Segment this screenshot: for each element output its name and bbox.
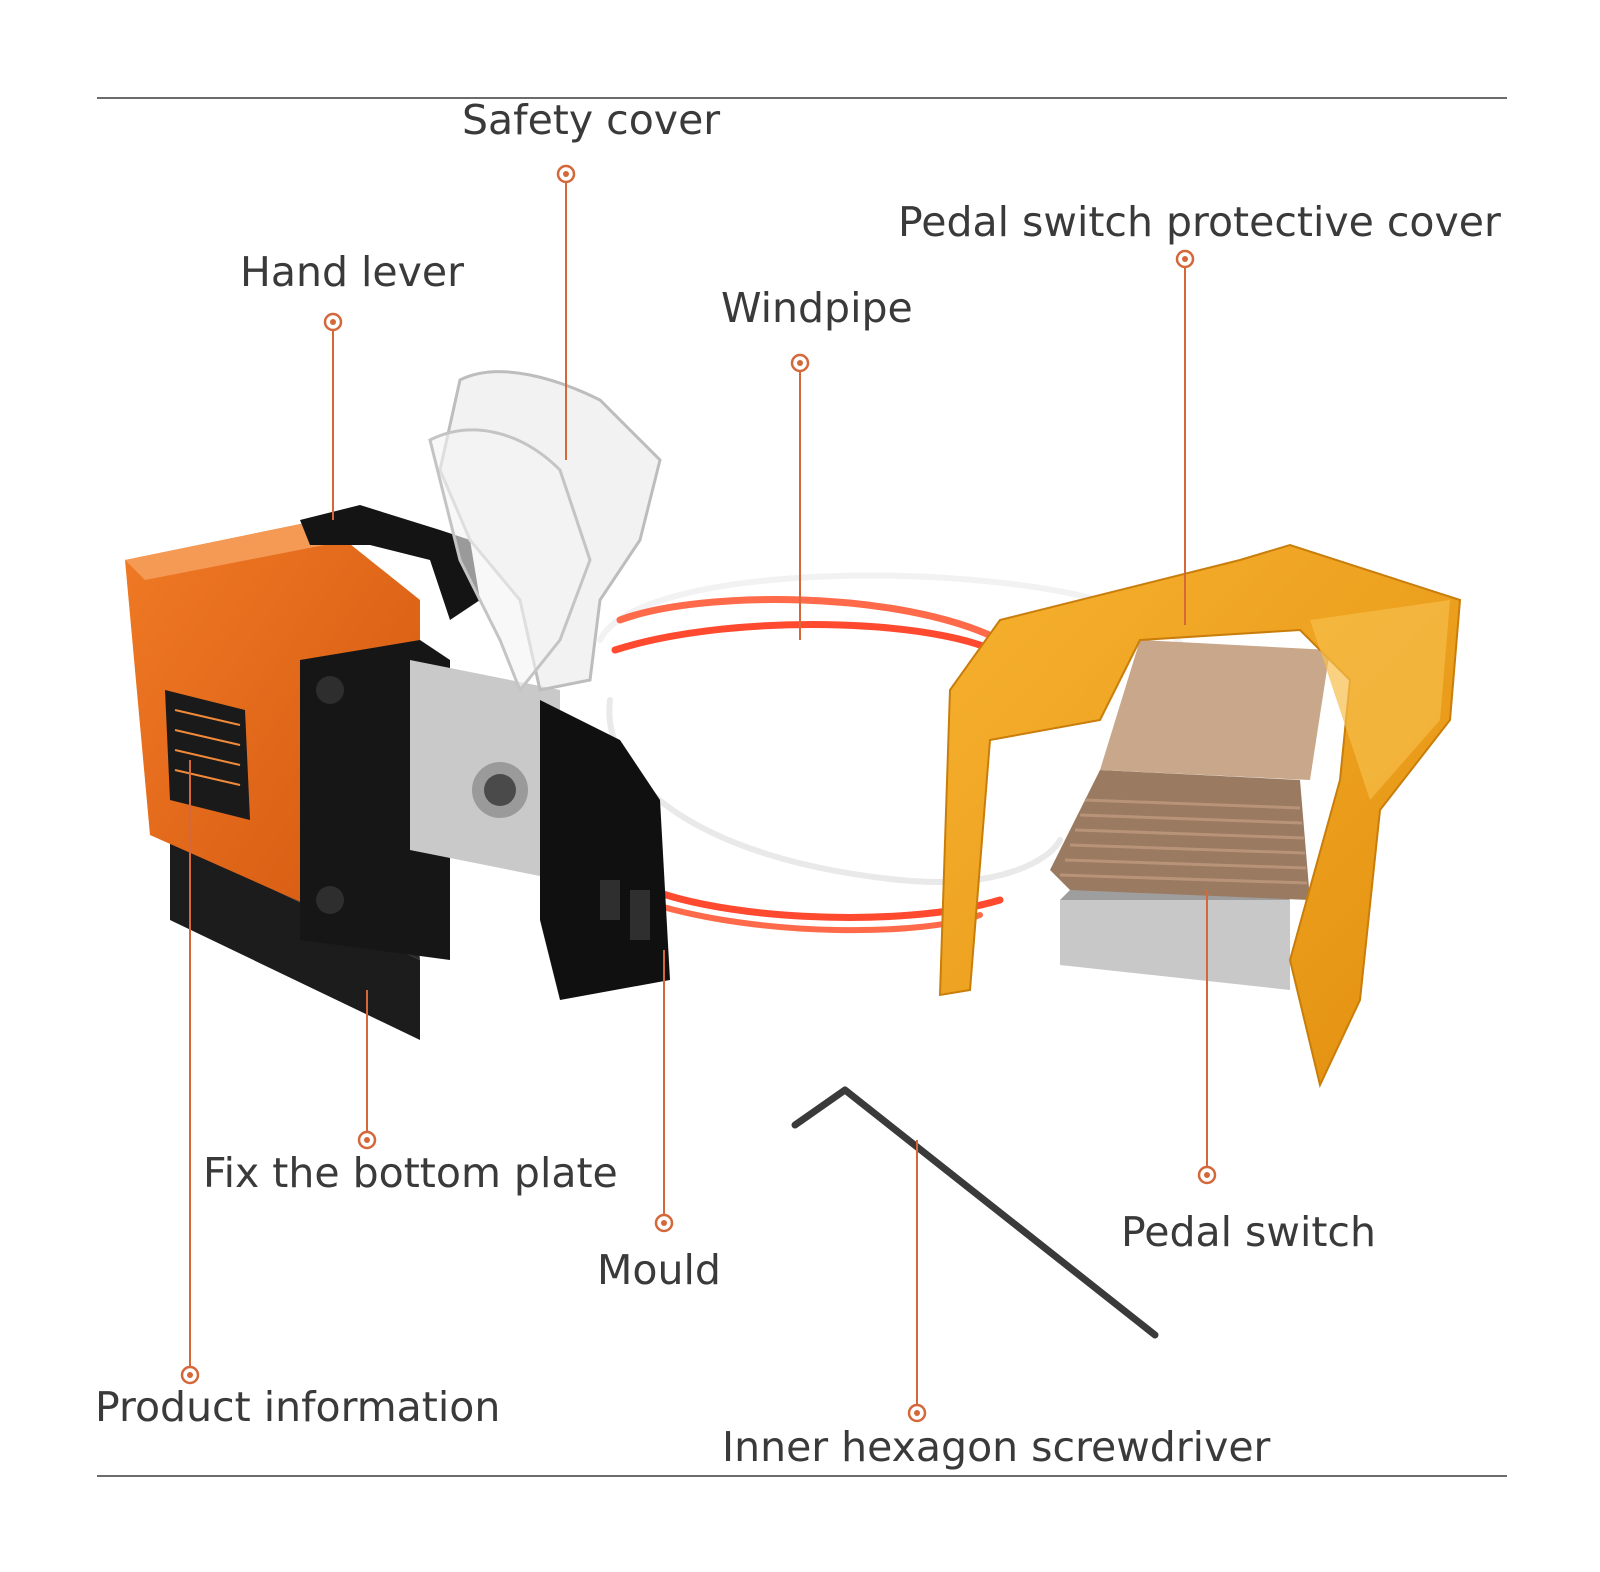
label-inner-hexagon-screwdriver: Inner hexagon screwdriver [722,1423,1271,1471]
pedal-switch [938,543,1462,1089]
leader-lines [189,174,1208,1413]
label-product-information: Product information [95,1383,501,1431]
label-pedal-switch: Pedal switch [1121,1208,1376,1256]
hex-key [791,1086,1159,1339]
label-safety-cover: Safety cover [462,96,721,144]
label-mould: Mould [597,1246,721,1294]
label-hand-lever: Hand lever [240,248,464,296]
label-windpipe: Windpipe [721,284,913,332]
label-fix-bottom-plate: Fix the bottom plate [203,1149,618,1197]
label-pedal-switch-protective-cover: Pedal switch protective cover [898,198,1501,246]
bottom-divider [97,1475,1507,1477]
top-divider [97,97,1507,99]
crimper-tool [125,370,670,1040]
